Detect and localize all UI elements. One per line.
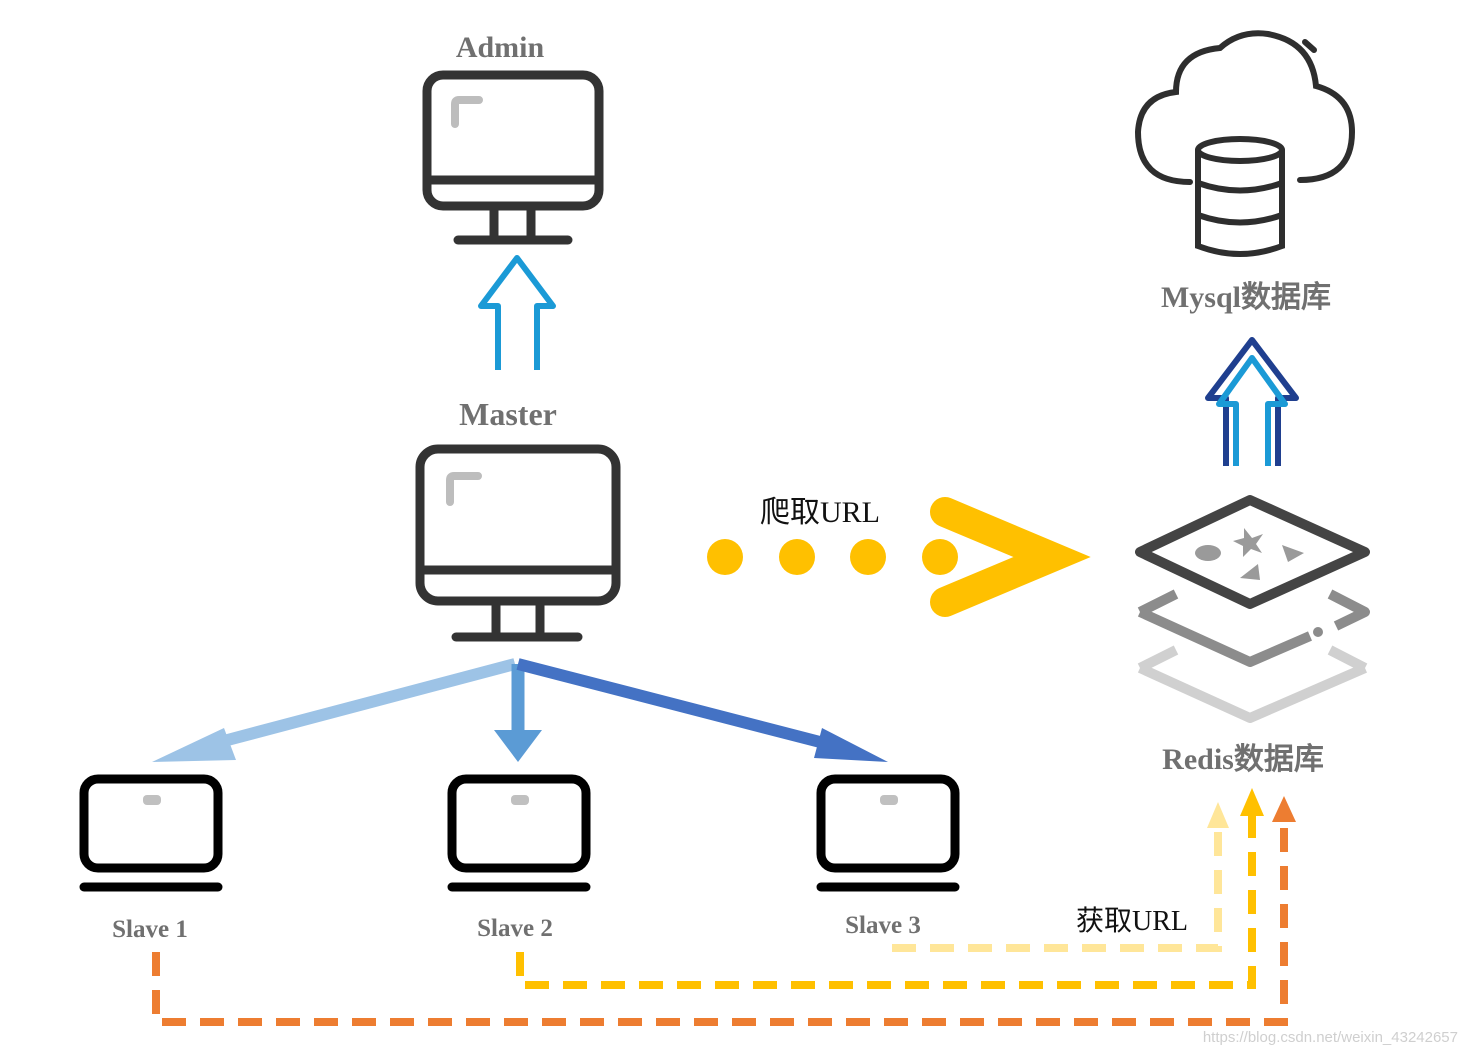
admin-label: Admin xyxy=(456,31,545,64)
fetch-url-label: 获取URL xyxy=(1076,905,1188,937)
up-arrow-to-mysql xyxy=(1205,337,1299,466)
arrow-master-to-slave2 xyxy=(494,664,542,762)
master-desktop-icon xyxy=(415,444,621,642)
crawl-dotted-arrow xyxy=(707,497,1091,617)
up-arrow-to-admin xyxy=(478,255,556,370)
fetch-path-slave3 xyxy=(892,802,1229,952)
slave2-label: Slave 2 xyxy=(477,915,553,942)
redis-label: Redis数据库 xyxy=(1162,743,1324,776)
arrow-master-to-slave3 xyxy=(516,658,888,762)
slave3-laptop-icon xyxy=(816,774,960,892)
crawl-url-label: 爬取URL xyxy=(760,496,880,529)
master-label: Master xyxy=(459,396,557,432)
mysql-label: Mysql数据库 xyxy=(1161,281,1331,314)
slave1-laptop-icon xyxy=(79,774,223,892)
admin-desktop-icon xyxy=(422,70,604,245)
watermark-text: https://blog.csdn.net/weixin_43242657 xyxy=(1203,1029,1458,1046)
arrow-master-to-slave1 xyxy=(152,658,517,762)
slave3-label: Slave 3 xyxy=(845,912,921,939)
cloud-database-icon xyxy=(1134,30,1356,257)
fetch-path-slave2 xyxy=(516,788,1264,989)
fetch-path-slave1 xyxy=(152,796,1296,1026)
slave2-laptop-icon xyxy=(447,774,591,892)
redis-layers-icon xyxy=(1135,495,1370,723)
slave1-label: Slave 1 xyxy=(112,916,188,943)
